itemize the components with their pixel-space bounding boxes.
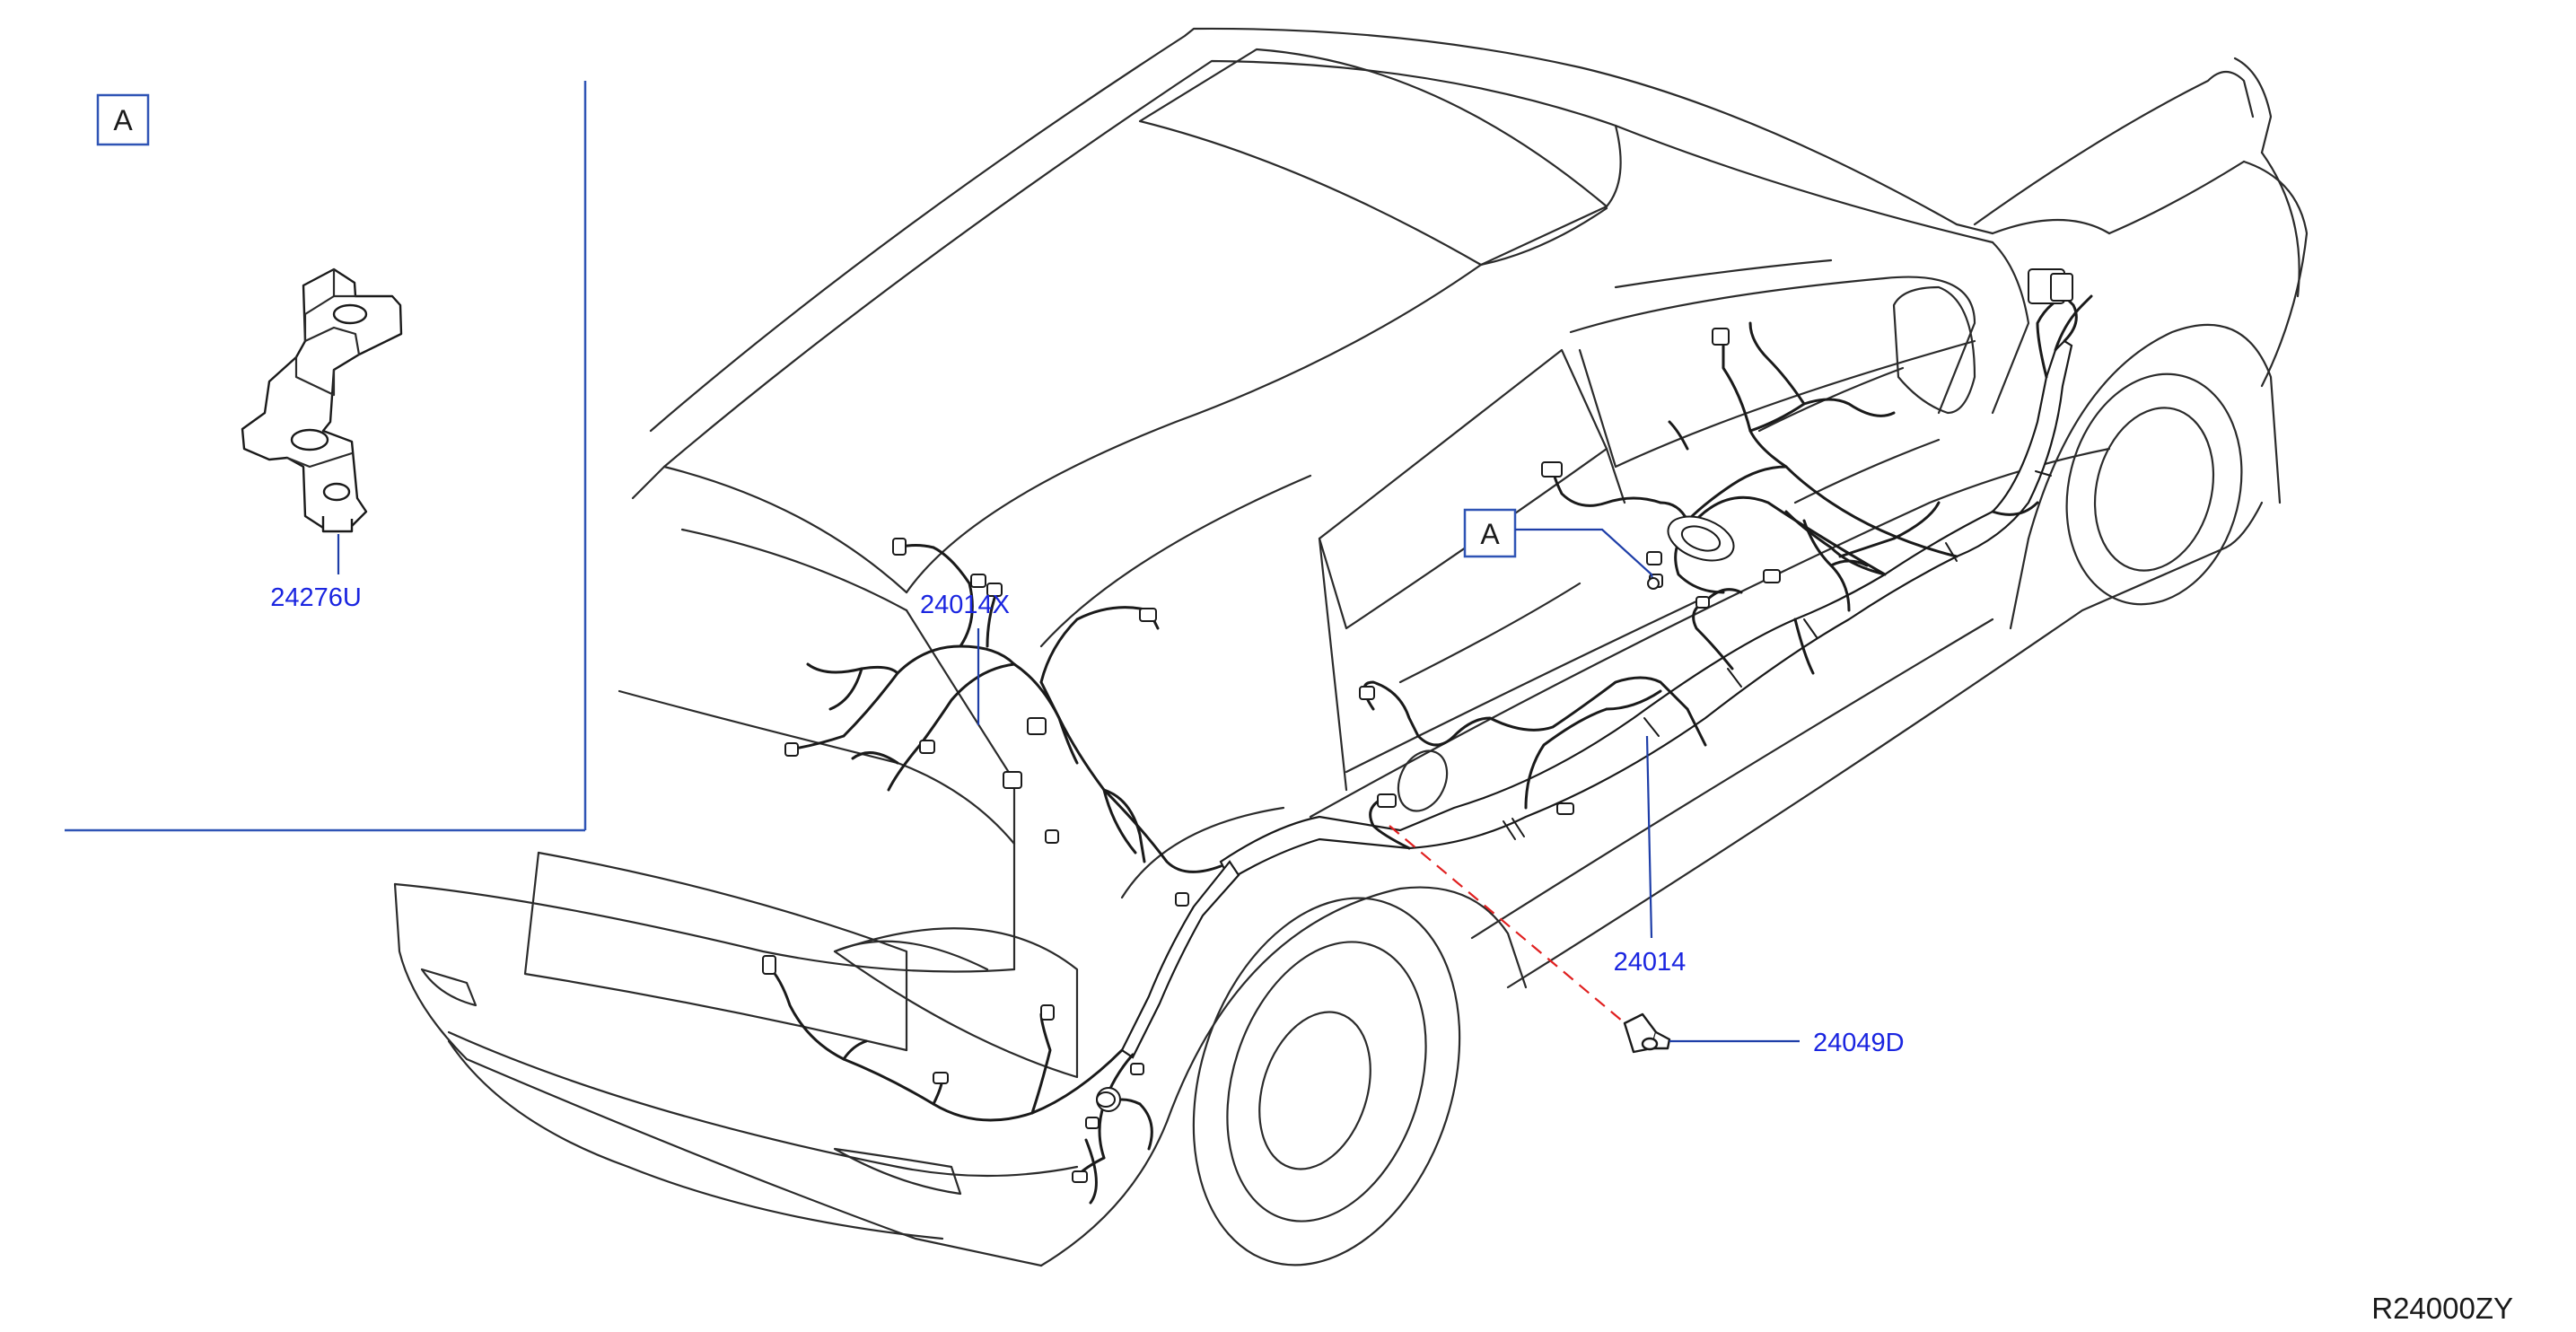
car-body-outline (393, 27, 2309, 1267)
car-callout-box[interactable] (1463, 508, 1517, 558)
diagram-code: R24000ZY (2371, 1292, 2513, 1325)
detail-callout-box[interactable] (96, 93, 150, 146)
clip-part-label[interactable]: 24276U (270, 583, 362, 612)
harness-main-leader (1645, 735, 1653, 939)
car-callout-letter: A (1480, 518, 1500, 550)
harness-main-part-label[interactable]: 24014 (1614, 948, 1687, 977)
harness-rear-part-label[interactable]: 24014X (920, 591, 1010, 619)
harness-rear-callout: 24014X (920, 591, 1010, 725)
harness-main-callout: 24014 (1614, 735, 1687, 977)
car-callout-a: A (1463, 508, 1660, 590)
bolt-callout: 24049D (1389, 825, 1905, 1057)
detail-callout-letter: A (113, 104, 133, 136)
bolt-24049d-drawing[interactable] (1623, 1012, 1671, 1054)
bolt-position-indicator (1389, 825, 1634, 1031)
car-callout-leader (1515, 528, 1655, 584)
bolt-part-label[interactable]: 24049D (1813, 1029, 1905, 1057)
harness-main-tube[interactable] (1219, 339, 2073, 881)
clip-24276u-drawing[interactable] (241, 267, 403, 533)
wire-harness (762, 268, 2093, 1205)
detail-inset-a: A 24276U (65, 81, 587, 832)
